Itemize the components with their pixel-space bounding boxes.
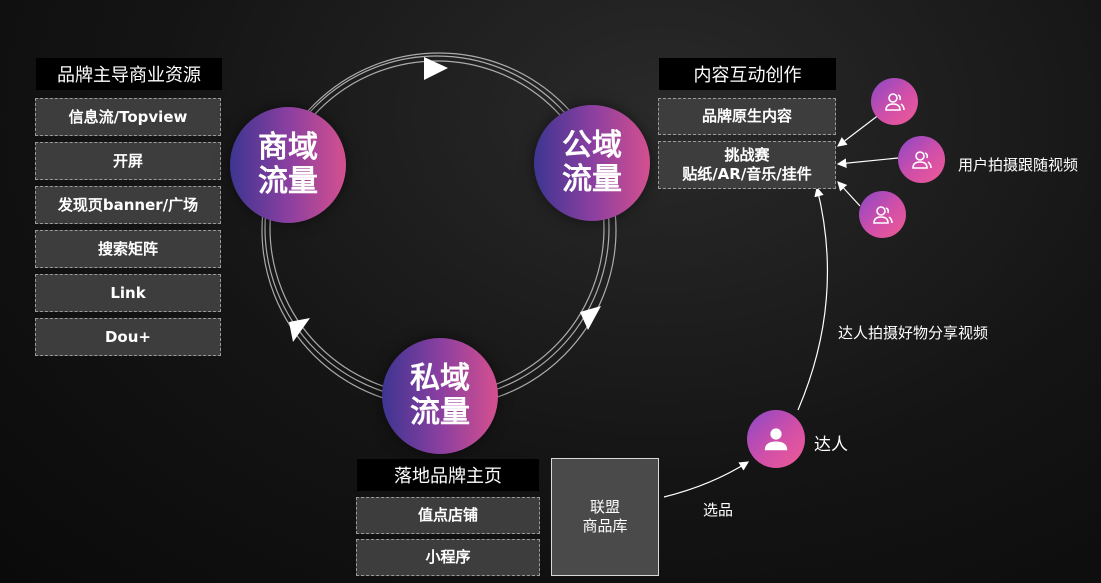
sticker-ar-music-label: 贴纸/AR/音乐/挂件	[682, 165, 812, 183]
private-traffic-line1: 私域	[410, 360, 470, 396]
resource-item-discover-banner: 发现页banner/广场	[35, 186, 221, 224]
public-traffic-line1: 公域	[562, 127, 622, 163]
product-library-label: 商品库	[582, 517, 628, 535]
select-products-label: 选品	[703, 501, 734, 519]
arrow-user3	[837, 181, 861, 207]
brand-resources-title: 品牌主导商业资源	[36, 58, 222, 90]
alliance-label: 联盟	[589, 497, 620, 516]
user-icon	[764, 428, 788, 451]
arrow-user1	[837, 113, 881, 147]
content-creation-title: 内容互动创作	[659, 58, 836, 90]
landing-item-store: 值点店铺	[356, 497, 540, 534]
user-avatar-2	[898, 136, 945, 183]
private-traffic-line2: 流量	[410, 395, 470, 430]
commercial-traffic-circle: 商域 流量	[230, 107, 346, 223]
landing-item-mini-program: 小程序	[356, 539, 540, 576]
public-traffic-line2: 流量	[562, 162, 622, 197]
commercial-traffic-line1: 商域	[258, 129, 318, 165]
resource-item-link: Link	[35, 274, 221, 312]
resource-item-search-matrix: 搜索矩阵	[35, 230, 221, 268]
user-avatar-3	[859, 191, 906, 238]
resource-item-feed-topview: 信息流/Topview	[35, 98, 221, 136]
user-icon	[872, 205, 893, 224]
cycle-arrowhead-left	[289, 318, 310, 342]
alliance-product-library: 联盟 商品库	[551, 458, 659, 576]
cycle-arrowhead-right	[580, 306, 601, 330]
resource-item-splash: 开屏	[35, 142, 221, 180]
content-item-brand-native: 品牌原生内容	[658, 98, 836, 135]
cycle-arrowhead-top	[424, 57, 448, 80]
arrow-kol-to-content	[797, 186, 829, 411]
kol-avatar	[747, 410, 805, 468]
arrow-library-to-kol	[663, 461, 750, 498]
commercial-traffic-line2: 流量	[258, 164, 318, 199]
private-traffic-circle: 私域 流量	[382, 338, 498, 454]
content-item-challenge: 挑战赛 贴纸/AR/音乐/挂件	[658, 141, 836, 189]
user-icon	[911, 150, 932, 169]
public-traffic-circle: 公域 流量	[534, 105, 650, 221]
challenge-label: 挑战赛	[724, 146, 770, 165]
resource-item-dou-plus: Dou+	[35, 318, 221, 356]
user-follow-video-label: 用户拍摄跟随视频	[958, 156, 1079, 174]
user-avatar-1	[871, 78, 918, 125]
kol-share-video-label: 达人拍摄好物分享视频	[838, 324, 989, 342]
kol-label: 达人	[814, 435, 848, 455]
arrow-user2	[836, 157, 899, 168]
user-icon	[884, 92, 905, 111]
user-arrows	[663, 113, 899, 498]
landing-page-title: 落地品牌主页	[357, 459, 539, 491]
